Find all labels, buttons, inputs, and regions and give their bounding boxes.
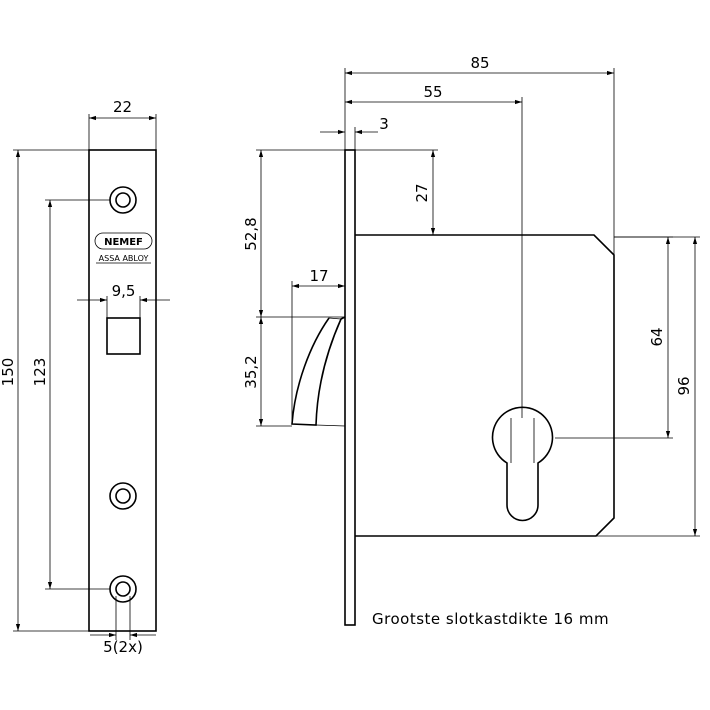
latch-bolt (291, 316, 346, 426)
hole-label: 5(2x) (103, 638, 143, 656)
middle-screw-hole (109, 482, 137, 510)
top-offset-label: 27 (413, 183, 431, 202)
latch-projection-label: 17 (309, 267, 328, 285)
hole-spacing-label: 123 (31, 358, 49, 387)
upper-label: 52,8 (242, 217, 260, 250)
dimension-overall-depth: 85 (344, 54, 615, 255)
dimension-latch-projection: 17 (291, 267, 345, 424)
faceplate-view: NEMEF ASSA ABLOY 22 150 (0, 98, 170, 656)
faceplate-width-label: 22 (113, 98, 132, 116)
backset-label: 55 (423, 83, 442, 101)
dimension-square: 9,5 (77, 282, 170, 318)
dimension-case-height: 96 (596, 236, 700, 537)
dimension-backset: 55 (345, 83, 523, 418)
top-screw-hole (109, 186, 137, 214)
dimension-latch-height: 35,2 (242, 317, 292, 427)
latch-height-label: 35,2 (242, 355, 260, 388)
thickness-note: Grootste slotkastdikte 16 mm (372, 610, 609, 628)
center-distance-label: 64 (648, 327, 666, 346)
case-height-label: 96 (675, 376, 693, 395)
brand-logo: NEMEF ASSA ABLOY (94, 232, 153, 264)
dimension-faceplate-height: 150 (0, 149, 89, 632)
brand-name: NEMEF (104, 237, 143, 248)
lockcase-view: 85 55 3 27 52,8 (242, 54, 700, 628)
brand-sub: ASSA ABLOY (99, 254, 149, 263)
overall-depth-label: 85 (470, 54, 489, 72)
plate-thickness-label: 3 (379, 115, 389, 133)
faceplate-outline (88, 149, 157, 632)
dimension-upper: 52,8 (242, 149, 345, 318)
dimension-top-offset: 27 (355, 149, 438, 235)
square-label: 9,5 (112, 282, 136, 300)
faceplate-height-label: 150 (0, 358, 17, 387)
dimension-hole-spacing: 123 (31, 199, 110, 590)
bottom-screw-hole (109, 575, 137, 603)
cylinder-keyhole (491, 406, 554, 522)
dimension-center-distance: 64 (555, 236, 673, 439)
dimension-faceplate-width: 22 (88, 98, 157, 150)
follower-square (106, 317, 141, 355)
dimension-hole: 5(2x) (90, 596, 156, 656)
lockcase-body (355, 234, 615, 537)
dimension-plate-thickness: 3 (320, 115, 389, 150)
forend-plate (344, 149, 356, 626)
